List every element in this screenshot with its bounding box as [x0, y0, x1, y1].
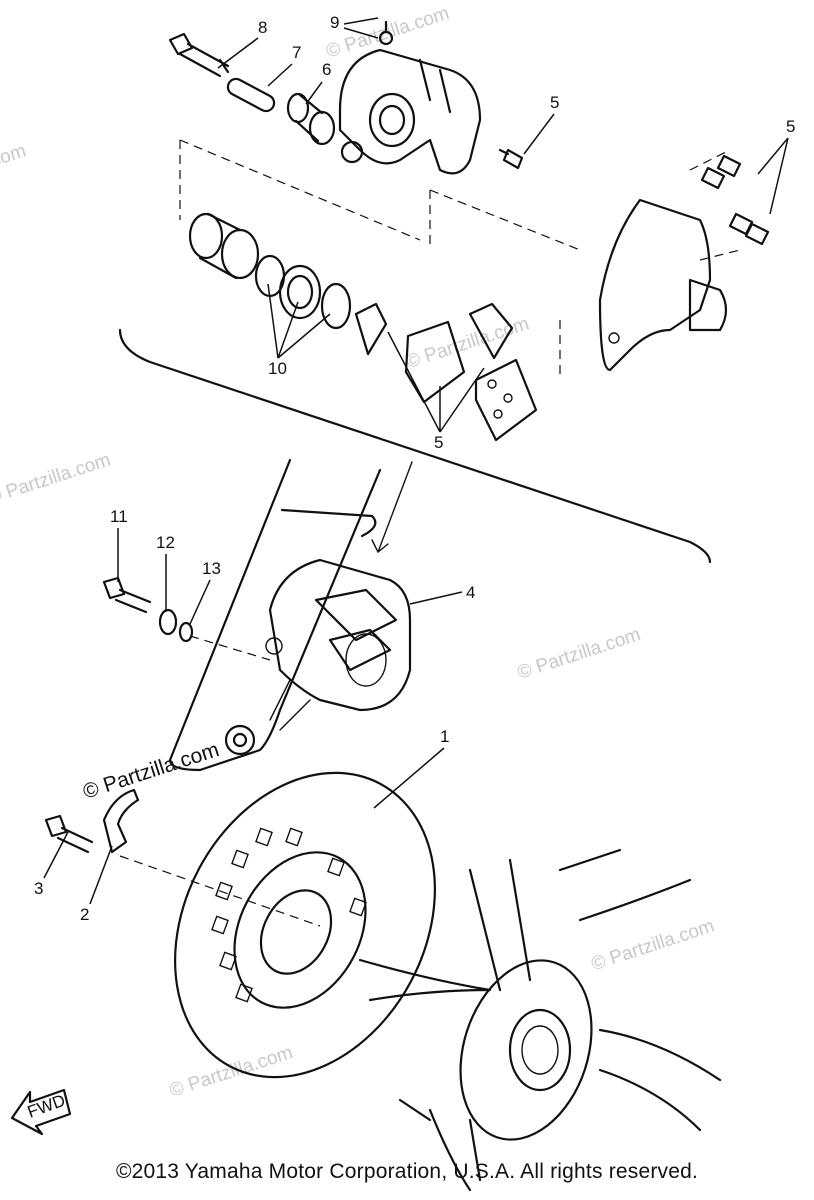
washer-12	[158, 608, 178, 636]
fork-leg	[168, 458, 382, 772]
bolt-11	[102, 576, 152, 614]
callout-4: 4	[466, 583, 475, 602]
watermarks: © Partzilla.com © Partzilla.com © Partzi…	[0, 3, 717, 1102]
pads-5	[354, 302, 538, 442]
copyright-notice: ©2013 Yamaha Motor Corporation, U.S.A. A…	[115, 1160, 699, 1183]
sleeve-7	[226, 77, 276, 113]
caliper-assembly-4	[265, 558, 412, 731]
fwd-arrow: FWD	[10, 1088, 72, 1136]
section-break-line	[118, 328, 712, 564]
bolt-axis-line	[189, 635, 271, 661]
screw-5	[498, 148, 524, 170]
wheel-hub	[358, 848, 722, 1192]
washer-13	[178, 621, 194, 643]
watermark-text: © Partzilla.com	[589, 916, 717, 976]
watermark-text: © Partzilla.com	[403, 313, 531, 373]
callouts: 8 7 6 9 5 5 10 5 11 12 13 4 1 3 2	[34, 13, 795, 924]
callout-11: 11	[110, 507, 128, 526]
watermark-main: © Partzilla.com	[80, 738, 222, 804]
assembly-arrow	[371, 461, 413, 554]
callout-10: 10	[268, 359, 287, 378]
callout-7: 7	[292, 43, 301, 62]
callout-5: 5	[434, 433, 443, 452]
callout-5: 5	[550, 93, 559, 112]
watermark-text: © Partzilla.com	[167, 1042, 295, 1102]
bolt-8	[168, 32, 230, 78]
caliper-body-top	[338, 20, 482, 175]
callout-13: 13	[202, 559, 221, 578]
watermark-text: © Partzilla.com	[0, 449, 113, 509]
callout-9: 9	[330, 13, 339, 32]
seals-10	[254, 254, 352, 330]
bracket-right	[598, 154, 770, 372]
callout-5: 5	[786, 117, 795, 136]
boot-6	[286, 92, 336, 146]
bolt-3	[44, 814, 94, 854]
brake-disc-1	[174, 771, 436, 1079]
watermark-text: © Partzilla.com	[515, 624, 643, 684]
callout-6: 6	[322, 60, 331, 79]
piston	[188, 212, 260, 280]
callout-1: 1	[440, 727, 449, 746]
callout-2: 2	[80, 905, 89, 924]
disc-axis-line	[119, 855, 321, 927]
callout-8: 8	[258, 18, 267, 37]
callout-12: 12	[156, 533, 175, 552]
caliper-exploded	[168, 20, 770, 442]
watermark-text: © Partzilla.com	[0, 140, 29, 200]
lock-plate-2	[102, 788, 140, 854]
callout-3: 3	[34, 879, 43, 898]
